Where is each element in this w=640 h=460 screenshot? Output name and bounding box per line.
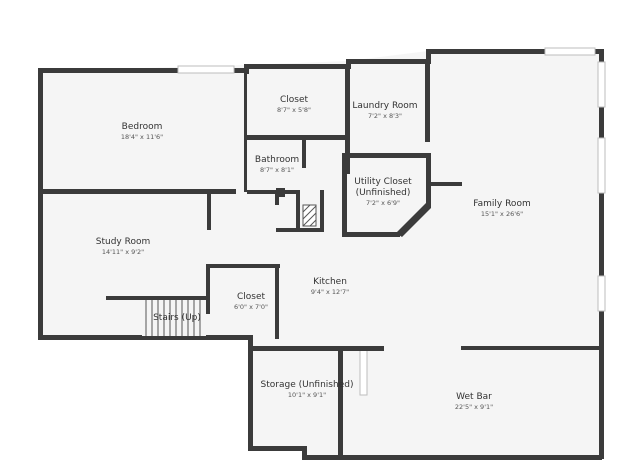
windows xyxy=(177,47,606,396)
wet-bar-dimensions: 22'5" x 9'1" xyxy=(455,403,493,411)
closet-top-dimensions: 8'7" x 5'8" xyxy=(277,106,311,114)
wet-bar-label: Wet Bar xyxy=(456,392,492,402)
kitchen-label: Kitchen xyxy=(313,277,347,287)
utility-closet-label-line2: (Unfinished) xyxy=(356,188,411,198)
stairs-label: Stairs (Up) xyxy=(153,313,201,323)
bedroom-label: Bedroom xyxy=(122,122,163,132)
study-room-label: Study Room xyxy=(96,237,150,247)
laundry-room-dimensions: 7'2" x 8'3" xyxy=(368,112,402,120)
closet-top-label: Closet xyxy=(280,95,309,105)
storage-dimensions: 10'1" x 9'1" xyxy=(288,391,326,399)
hatched-block xyxy=(302,204,317,227)
closet-mid-dimensions: 6'0" x 7'0" xyxy=(234,303,268,311)
family-room-dimensions: 15'1" x 26'6" xyxy=(481,210,523,218)
outer-walls xyxy=(38,49,604,460)
utility-closet-dimensions: 7'2" x 6'9" xyxy=(366,199,400,207)
storage-label: Storage (Unfinished) xyxy=(261,380,354,390)
bathroom-dimensions: 8'7" x 8'1" xyxy=(260,166,294,174)
utility-closet-label: Utility Closet xyxy=(354,177,412,187)
study-room-dimensions: 14'11" x 9'2" xyxy=(102,248,144,256)
kitchen-dimensions: 9'4" x 12'7" xyxy=(311,288,349,296)
interior-walls xyxy=(38,64,601,458)
bedroom-dimensions: 18'4" x 11'6" xyxy=(121,133,163,141)
bathroom-label: Bathroom xyxy=(255,155,299,165)
family-room-label: Family Room xyxy=(473,199,530,209)
closet-mid-label: Closet xyxy=(237,292,266,302)
stair-treads xyxy=(142,300,206,336)
floor-area xyxy=(40,50,602,458)
laundry-room-label: Laundry Room xyxy=(352,101,417,111)
